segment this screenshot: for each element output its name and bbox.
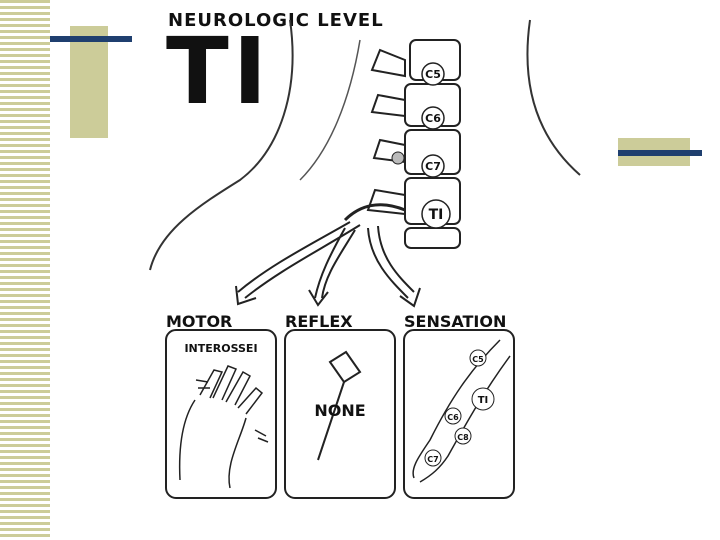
- dermatome-c7: C7: [425, 450, 441, 466]
- vertebra-label-t1: TI: [422, 200, 450, 228]
- vertebra-label-text: C6: [425, 112, 441, 125]
- spine-illustration: C5 C6 C7 TI INTEROSSEI: [130, 0, 720, 540]
- motor-panel: [166, 330, 276, 498]
- neck-outline: [300, 40, 360, 180]
- dermatome-t1: TI: [472, 388, 494, 410]
- reflex-label: REFLEX: [285, 312, 353, 331]
- vertebra-label-c6: C6: [422, 107, 444, 129]
- vertebra-label-text: C5: [425, 68, 441, 81]
- shoulder-outline-right: [527, 20, 580, 175]
- dermatome-label: C7: [427, 455, 438, 464]
- vertebra-label-c5: C5: [422, 63, 444, 85]
- sensation-label: SENSATION: [404, 312, 506, 331]
- motor-muscle-label: INTEROSSEI: [184, 342, 257, 355]
- left-decorative-stripe: [0, 0, 50, 540]
- dermatome-c5: C5: [470, 350, 486, 366]
- dermatome-label: C5: [472, 355, 484, 364]
- vertebra-label-text: C7: [425, 160, 441, 173]
- reflex-value: NONE: [314, 401, 365, 420]
- dermatome-label: C8: [457, 433, 469, 442]
- dermatome-c8: C8: [455, 428, 471, 444]
- dermatome-label: C6: [447, 413, 459, 422]
- deco-square-left: [70, 26, 108, 138]
- vertebra-label-c7: C7: [422, 155, 444, 177]
- branch-arrows: [236, 222, 420, 306]
- dermatome-c6: C6: [445, 408, 461, 424]
- motor-label: MOTOR: [166, 312, 232, 331]
- shoulder-outline-left: [150, 20, 293, 270]
- dermatome-label: TI: [478, 395, 489, 406]
- deco-accent-bar-left: [50, 36, 132, 42]
- vertebra-label-text: TI: [429, 207, 444, 223]
